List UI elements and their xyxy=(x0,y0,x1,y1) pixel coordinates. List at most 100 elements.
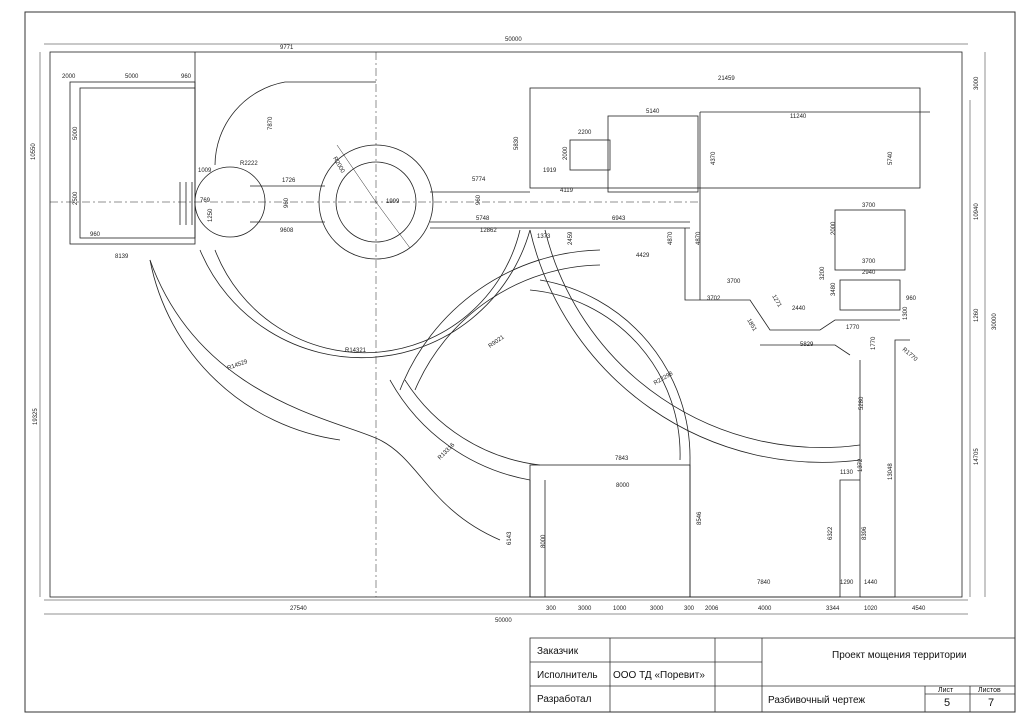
dim-b2006: 2006 xyxy=(705,606,719,612)
dim-9771: 9771 xyxy=(280,45,294,51)
dim-1373: 1373 xyxy=(537,234,551,240)
dim-13048: 13048 xyxy=(888,463,894,480)
sheet-frame xyxy=(24,11,1016,713)
dim-1260: 1260 xyxy=(974,308,980,322)
dim-769: 769 xyxy=(200,198,211,204)
dim-bottom-total: 50000 xyxy=(495,618,512,624)
arc-r14529 xyxy=(149,259,341,441)
right-wing xyxy=(684,228,900,331)
dim-3000r: 3000 xyxy=(974,76,980,90)
right-stairs xyxy=(839,279,901,311)
dim-14705: 14705 xyxy=(974,448,980,465)
dim-3200: 3200 xyxy=(820,266,826,280)
dim-R14321: R14321 xyxy=(345,348,367,354)
dim-10940: 10940 xyxy=(974,203,980,220)
arc-r14321-outer xyxy=(199,229,531,359)
dim-960d: 960 xyxy=(476,194,482,205)
dim-960a: 960 xyxy=(181,74,192,80)
plaza-radius-2 xyxy=(375,201,411,249)
sheet-label: Лист xyxy=(938,687,954,694)
dim-960e: 960 xyxy=(906,296,917,302)
dim-R2000: R2000 xyxy=(331,156,345,175)
dim-1290: 1290 xyxy=(840,580,854,586)
dim-b300a: 300 xyxy=(546,606,557,612)
dim-6322: 6322 xyxy=(828,526,834,540)
dim-1726: 1726 xyxy=(282,178,296,184)
title-block-text: Заказчик Исполнитель ООО ТД «Поревит» Ра… xyxy=(537,646,1001,709)
left-building xyxy=(69,81,196,245)
dim-4870b: 4870 xyxy=(696,231,702,245)
dim-1271: 1271 xyxy=(770,294,782,309)
arc-r22298-inner xyxy=(544,229,861,448)
dim-8396: 8396 xyxy=(862,526,868,540)
dim-1440: 1440 xyxy=(864,580,878,586)
dim-6143: 6143 xyxy=(507,531,513,545)
dim-top-total: 50000 xyxy=(505,37,522,43)
dim-5829: 5829 xyxy=(800,342,814,348)
dim-3700a: 3700 xyxy=(862,203,876,209)
drawing-title: Разбивочный чертеж xyxy=(768,694,865,706)
gazebo-steps xyxy=(569,139,611,171)
dim-2459: 2459 xyxy=(568,231,574,245)
dim-5748: 5748 xyxy=(476,216,490,222)
dim-1300: 1300 xyxy=(903,306,909,320)
dim-30000: 30000 xyxy=(992,313,998,330)
dim-1372: 1372 xyxy=(858,458,864,472)
right-edge-wall xyxy=(859,339,910,598)
dim-2000c: 2000 xyxy=(831,221,837,235)
dim-b3000a: 3000 xyxy=(578,606,592,612)
dim-2000: 2000 xyxy=(62,74,76,80)
dim-1919: 1919 xyxy=(543,168,557,174)
dim-b27540: 27540 xyxy=(290,606,307,612)
dim-1130: 1130 xyxy=(840,470,854,476)
lower-right-block xyxy=(689,460,860,598)
dim-3480: 3480 xyxy=(831,282,837,296)
dim-8000a: 8000 xyxy=(616,483,630,489)
arc-r13198 xyxy=(539,279,691,461)
dim-8546: 8546 xyxy=(697,511,703,525)
arc-r13316 xyxy=(389,379,531,481)
dim-12862: 12862 xyxy=(480,228,497,234)
site-boundary xyxy=(49,51,963,598)
dim-3702: 3702 xyxy=(707,296,721,302)
dim-10550: 10550 xyxy=(31,143,37,160)
plaza-radius-1 xyxy=(336,144,377,203)
dim-4870a: 4870 xyxy=(668,231,674,245)
dim-4370: 4370 xyxy=(711,151,717,165)
dim-1250: 1250 xyxy=(208,208,214,222)
arc-r13316-b xyxy=(404,379,541,466)
dim-4119: 4119 xyxy=(560,188,574,194)
executor-value: ООО ТД «Поревит» xyxy=(613,670,705,681)
plaza-inner xyxy=(335,161,417,243)
dim-8139: 8139 xyxy=(115,254,129,260)
dim-b3000b: 3000 xyxy=(650,606,664,612)
dim-2000b: 2000 xyxy=(563,146,569,160)
dim-3700c: 3700 xyxy=(727,279,741,285)
dim-b1000a: 1000 xyxy=(613,606,627,612)
dim-R1770: R1770 xyxy=(901,347,919,363)
dim-960b: 960 xyxy=(90,232,101,238)
dim-5000b: 5000 xyxy=(73,126,79,140)
dim-R2222: R2222 xyxy=(240,161,258,167)
left-building-inner xyxy=(79,87,196,239)
dim-b300b: 300 xyxy=(684,606,695,612)
title-block xyxy=(529,637,1016,713)
dim-1851: 1851 xyxy=(745,318,757,333)
dim-5740: 5740 xyxy=(888,151,894,165)
dim-6943: 6943 xyxy=(612,216,626,222)
dim-2940: 2940 xyxy=(862,270,876,276)
arc-r22298-outer xyxy=(529,229,861,463)
developer-label: Разработал xyxy=(537,693,592,705)
central-building xyxy=(529,87,921,189)
dim-7843: 7843 xyxy=(615,456,629,462)
dim-19325: 19325 xyxy=(33,408,39,425)
dim-5140: 5140 xyxy=(646,109,660,115)
dim-5830: 5830 xyxy=(514,136,520,150)
right-wing-lower xyxy=(760,344,851,356)
dim-4429: 4429 xyxy=(636,253,650,259)
dim-b3344: 3344 xyxy=(826,606,840,612)
arc-r13198-b xyxy=(529,289,681,461)
site-plan xyxy=(39,43,986,615)
sheet-number: 5 xyxy=(944,697,950,709)
